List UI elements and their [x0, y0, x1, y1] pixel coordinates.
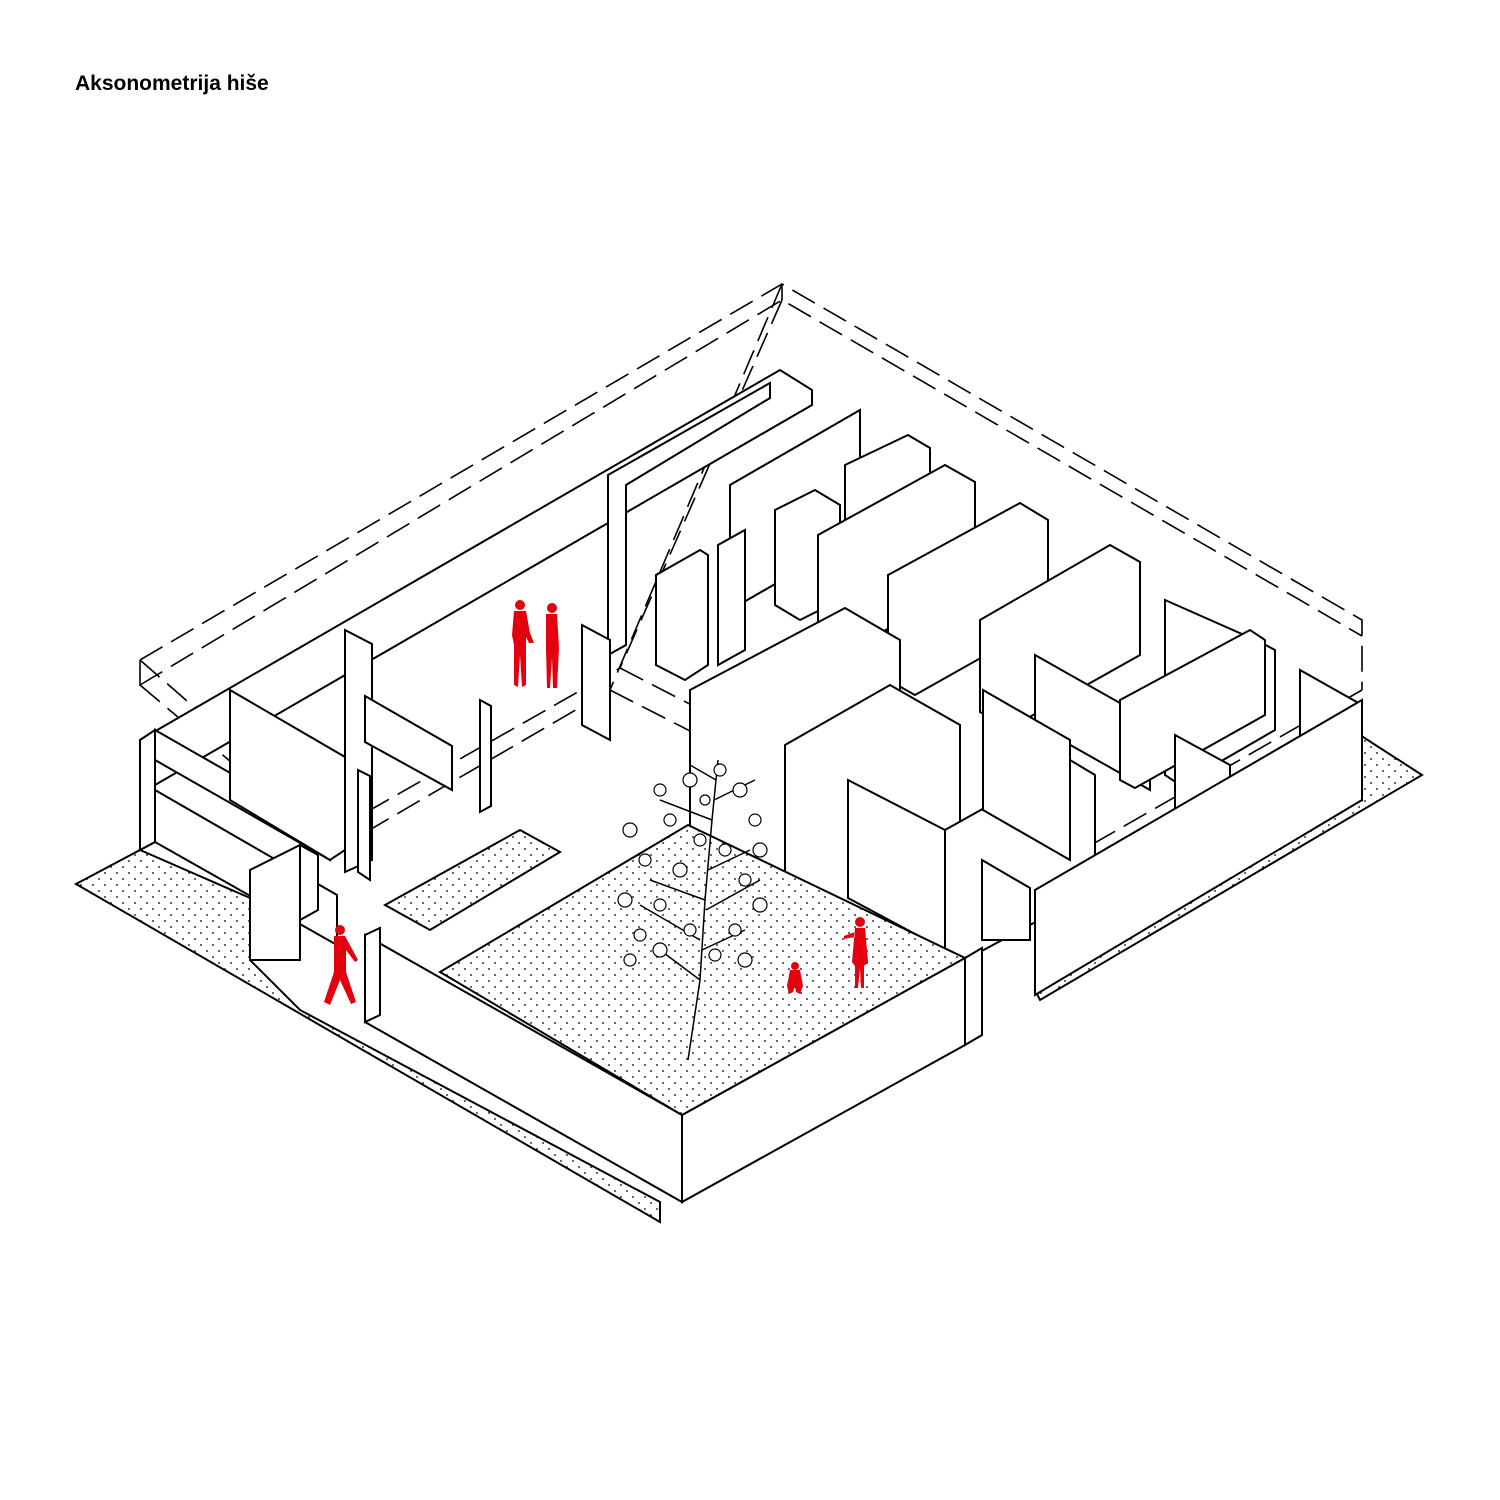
- drawing-title: Aksonometrija hiše: [75, 72, 269, 95]
- person-icon: [324, 925, 358, 1005]
- courtyard-ground: [382, 823, 968, 1117]
- person-icon: [844, 917, 868, 988]
- human-figures: [324, 600, 868, 1005]
- child-icon: [787, 962, 803, 994]
- tree-icon: [617, 759, 768, 1061]
- east-wing-walls: [655, 408, 1363, 997]
- person-icon: [546, 603, 559, 688]
- west-wing-walls: [139, 368, 813, 961]
- person-icon: [512, 600, 534, 687]
- courtyard-wall: [364, 926, 983, 1204]
